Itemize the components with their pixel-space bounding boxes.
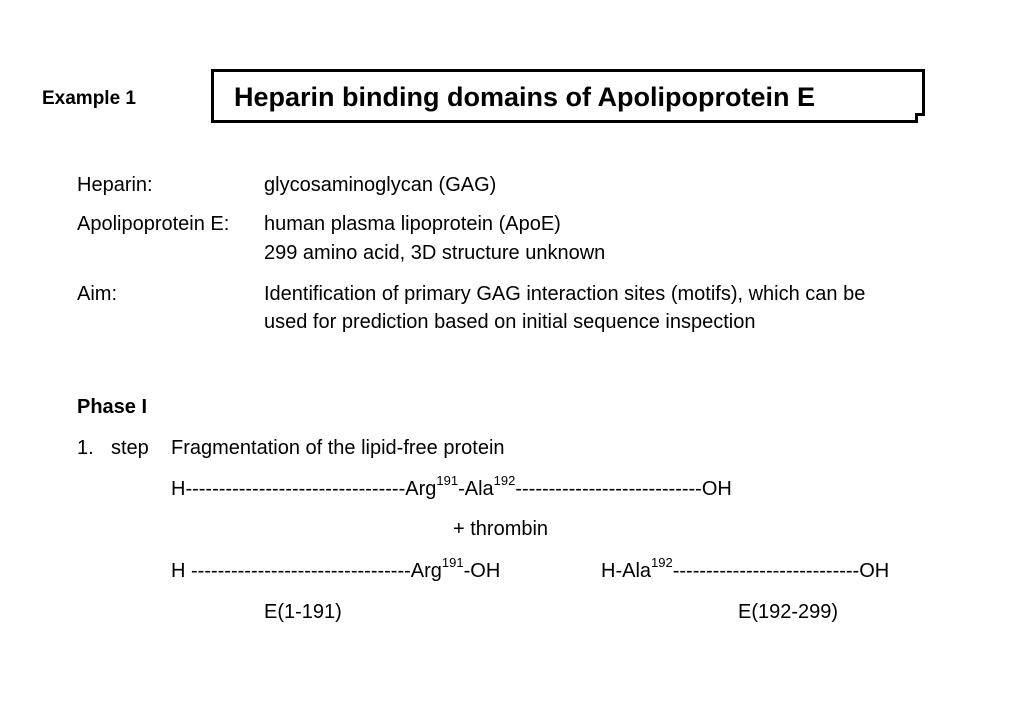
- fragment-1-arg-pos: 191: [441, 555, 464, 571]
- step-text: Fragmentation of the lipid-free protein: [171, 437, 505, 459]
- fragment-2-end: ----------------------------OH: [672, 560, 890, 582]
- fragment-1-end: -OH: [463, 560, 501, 582]
- fragment-2-label: E(192-299): [738, 601, 839, 623]
- def-aim-line-1: Identification of primary GAG interactio…: [264, 283, 866, 305]
- fragment-1-start: H ---------------------------------Arg: [171, 560, 442, 582]
- page-title: Heparin binding domains of Apolipoprotei…: [234, 82, 815, 112]
- def-heparin-line-1: glycosaminoglycan (GAG): [264, 174, 497, 196]
- term-aim: Aim:: [77, 283, 117, 305]
- example-label: Example 1: [42, 88, 136, 109]
- fragment-2-ala-pos: 192: [651, 555, 673, 571]
- title-box: Heparin binding domains of Apolipoprotei…: [211, 69, 925, 123]
- phase-heading: Phase I: [77, 396, 148, 418]
- sequence-full-middle: -Ala: [458, 478, 494, 500]
- sequence-full: H---------------------------------Arg191…: [171, 474, 732, 501]
- def-apoe-line-2: 299 amino acid, 3D structure unknown: [264, 242, 606, 264]
- fragment-2-start: H-Ala: [601, 560, 652, 582]
- sequence-full-end: ----------------------------OH: [515, 478, 732, 500]
- term-heparin: Heparin:: [77, 174, 153, 196]
- fragment-2: H-Ala192----------------------------OH: [601, 556, 890, 583]
- sequence-full-ala-pos: 192: [493, 473, 516, 489]
- fragment-1: H ---------------------------------Arg19…: [171, 556, 501, 583]
- def-apoe-line-1: human plasma lipoprotein (ApoE): [264, 213, 561, 235]
- step-word: step: [111, 437, 149, 459]
- step-number: 1.: [77, 437, 94, 459]
- sequence-full-start: H---------------------------------Arg: [171, 478, 437, 500]
- def-aim-line-2: used for prediction based on initial seq…: [264, 311, 756, 333]
- sequence-full-arg-pos: 191: [436, 473, 459, 489]
- enzyme-label: + thrombin: [453, 518, 549, 540]
- fragment-1-label: E(1-191): [264, 601, 342, 623]
- term-apoe: Apolipoprotein E:: [77, 213, 230, 235]
